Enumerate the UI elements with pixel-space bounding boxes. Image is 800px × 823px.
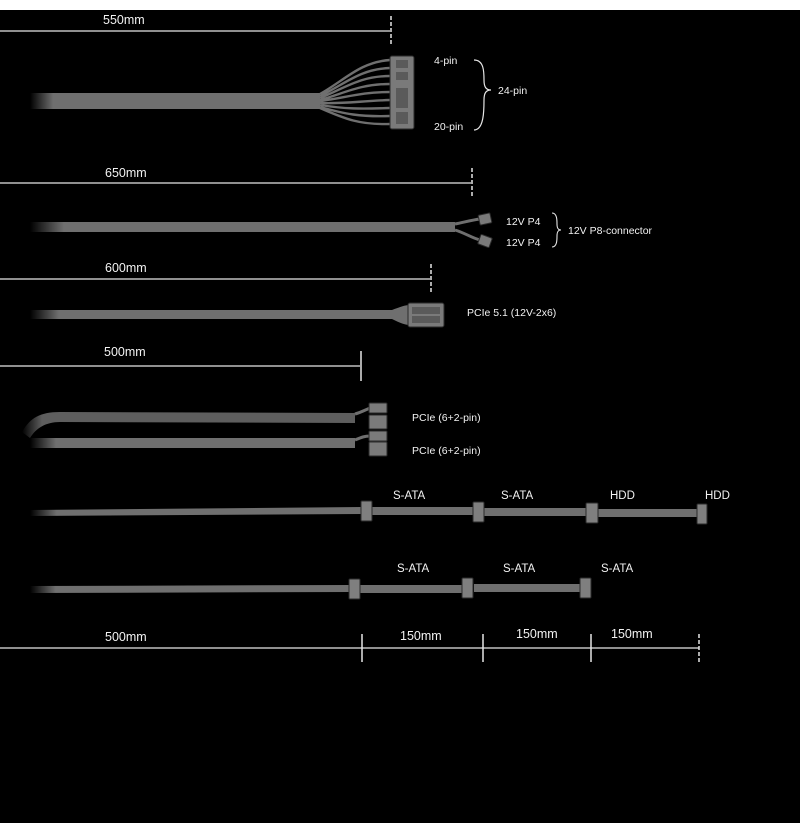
pcie5-12v2x6-connector — [407, 302, 445, 328]
cpu-p4-connector-2 — [477, 234, 493, 248]
cpu-cable-group: 650mm 12V P4 12V P4 12V P8-connector — [0, 166, 653, 249]
sata-only-connector-3 — [579, 577, 592, 599]
pcie-cable-group: 500mm PCIe (6+2-pin) PCIe (6+2-pin) — [0, 345, 481, 457]
cpu-p4-label-1: 12V P4 — [506, 216, 541, 228]
atx-4pin-label: 4-pin — [434, 55, 458, 67]
bottom-dimension-group: 500mm 150mm 150mm 150mm — [0, 627, 700, 662]
bottom-segment-4-label: 150mm — [611, 627, 653, 641]
pcie-2pin-connector-1 — [368, 402, 388, 414]
cpu-p8-label: 12V P8-connector — [568, 225, 653, 237]
sata-label-3: S-ATA — [601, 563, 633, 575]
pcie-connector-label-2: PCIe (6+2-pin) — [412, 445, 481, 457]
sata-only-connector-2 — [461, 577, 474, 599]
atx-20pin-label: 20-pin — [434, 121, 463, 133]
sata-hdd-label-3: HDD — [610, 490, 635, 502]
pcie-length-label: 500mm — [104, 345, 146, 359]
cpu-group-brace — [551, 212, 562, 248]
cpu-length-dimension: 650mm — [0, 166, 473, 198]
pcie-cable — [22, 402, 388, 457]
pcie5-length-dimension: 600mm — [0, 261, 432, 293]
sata-cable-group: S-ATA S-ATA S-ATA — [30, 563, 633, 600]
pcie-length-dimension: 500mm — [0, 345, 362, 381]
sata-connector-2 — [472, 501, 485, 523]
sata-connector-1 — [360, 500, 373, 522]
atx-cable — [30, 55, 415, 130]
atx-cable-group: 550mm 4-pin 20-pin 24-pin — [0, 13, 527, 133]
atx-24pin-label: 24-pin — [498, 85, 527, 97]
hdd-connector-1 — [585, 502, 599, 524]
bottom-segment-1-label: 500mm — [105, 630, 147, 644]
pcie5-connector-label: PCIe 5.1 (12V-2x6) — [467, 307, 556, 319]
cpu-cable — [30, 212, 493, 248]
sata-hdd-cable — [30, 500, 708, 525]
sata-hdd-label-1: S-ATA — [393, 490, 425, 502]
sata-label-2: S-ATA — [503, 563, 535, 575]
atx-length-label: 550mm — [103, 13, 145, 27]
hdd-connector-2 — [696, 503, 708, 525]
sata-only-connector-1 — [348, 578, 361, 600]
pcie-6pin-connector-1 — [368, 414, 388, 430]
cpu-p4-label-2: 12V P4 — [506, 237, 541, 249]
sata-hdd-label-2: S-ATA — [501, 490, 533, 502]
sata-label-1: S-ATA — [397, 563, 429, 575]
pcie5-cable-group: 600mm PCIe 5.1 (12V-2x6) — [0, 261, 556, 328]
pcie-6pin-connector-2 — [368, 441, 388, 457]
top-border — [0, 0, 800, 10]
sata-cable — [30, 577, 592, 600]
cpu-p4-connector-1 — [477, 212, 493, 226]
pcie5-cable — [30, 302, 445, 328]
pcie-2pin-connector-2 — [368, 430, 388, 442]
atx-length-dimension: 550mm — [0, 13, 392, 46]
atx-group-brace — [473, 59, 492, 131]
pcie-connector-label-1: PCIe (6+2-pin) — [412, 412, 481, 424]
sata-hdd-label-4: HDD — [705, 490, 730, 502]
bottom-segment-3-label: 150mm — [516, 627, 558, 641]
pcie5-length-label: 600mm — [105, 261, 147, 275]
bottom-segment-2-label: 150mm — [400, 629, 442, 643]
sata-hdd-cable-group: S-ATA S-ATA HDD HDD — [30, 490, 730, 525]
cpu-length-label: 650mm — [105, 166, 147, 180]
